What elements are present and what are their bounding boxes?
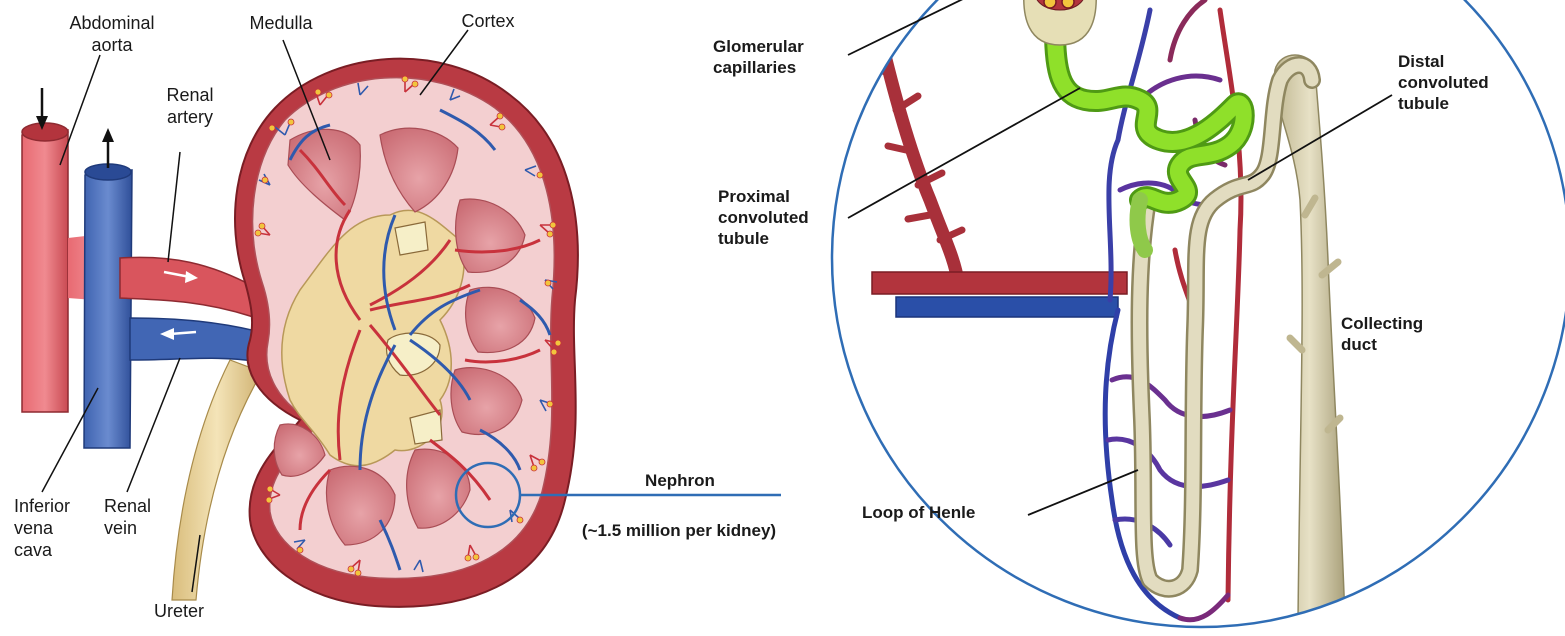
- label-distal-convoluted-tubule: Distal convoluted tubule: [1398, 51, 1538, 114]
- inferior-vena-cava: [84, 164, 132, 448]
- ureter: [172, 360, 262, 600]
- label-proximal-convoluted-tubule: Proximal convoluted tubule: [718, 186, 858, 249]
- label-renal-vein: Renal vein: [104, 495, 174, 539]
- label-cortex: Cortex: [448, 10, 528, 32]
- label-inferior-vena-cava: Inferior vena cava: [14, 495, 94, 561]
- kidney: [235, 59, 578, 607]
- label-glomerular-capillaries: Glomerular capillaries: [713, 36, 853, 78]
- label-nephron: Nephron: [600, 470, 760, 491]
- arcuate-vein: [896, 297, 1118, 317]
- label-medulla: Medulla: [236, 12, 326, 34]
- label-loop-of-henle: Loop of Henle: [862, 502, 1022, 523]
- label-renal-artery: Renal artery: [150, 84, 230, 128]
- label-nephron-count: (~1.5 million per kidney): [550, 520, 808, 541]
- arcuate-artery: [872, 272, 1127, 294]
- label-abdominal-aorta: Abdominal aorta: [62, 12, 162, 56]
- label-collecting-duct: Collecting duct: [1341, 313, 1461, 355]
- label-ureter: Ureter: [154, 600, 234, 622]
